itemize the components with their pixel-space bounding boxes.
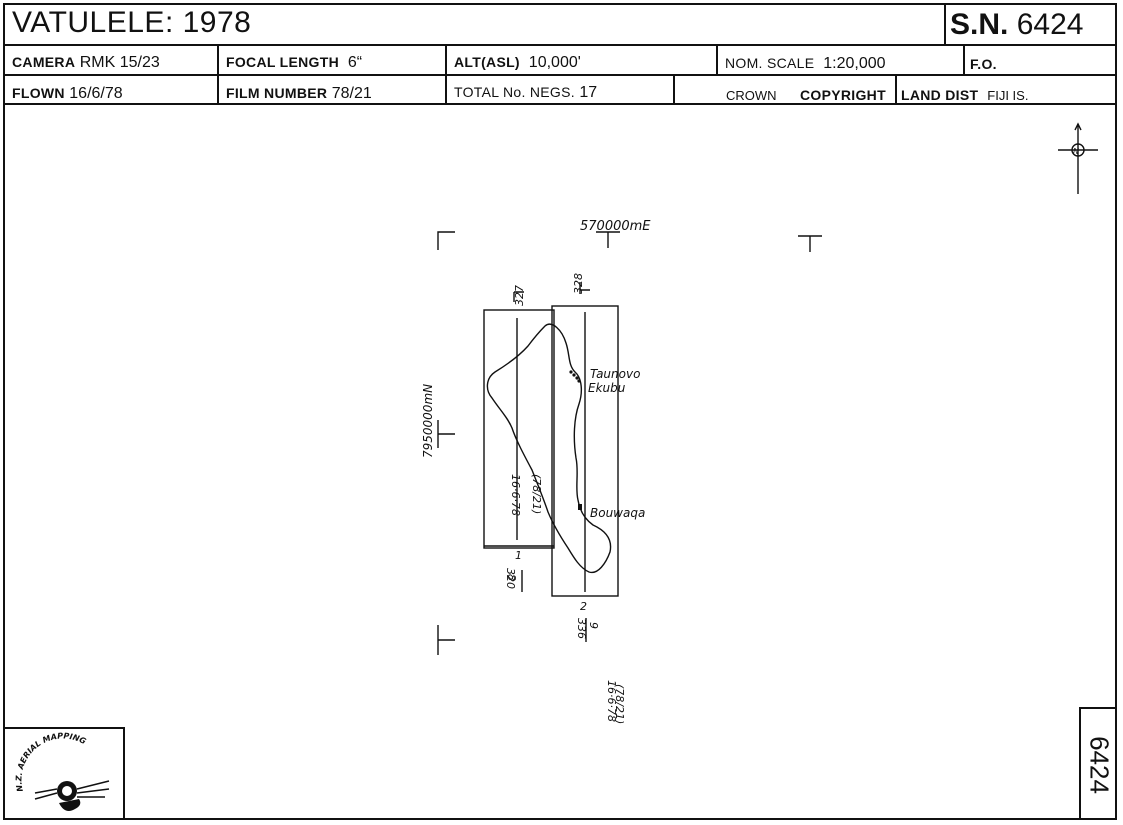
header-divider-1 [3, 44, 1117, 46]
altitude-value: 10,000' [528, 54, 581, 71]
side-sheet-number-text: 6424 [1084, 735, 1114, 794]
frame-320-label: 320 [504, 568, 517, 589]
serial-label: S.N. [950, 8, 1009, 41]
scale-label: NOM. SCALE [725, 55, 815, 71]
header-divider-3 [3, 103, 1117, 105]
scale-value: 1:20,000 [823, 55, 886, 72]
col-divider-1 [217, 44, 219, 103]
easting-tick [596, 231, 620, 248]
village-dot [572, 373, 576, 377]
crown-cell: CROWN [726, 87, 777, 105]
col-divider-4a [963, 44, 965, 74]
north-arrow-circle [1071, 143, 1085, 157]
corner-mark-top-left [437, 231, 455, 250]
col-divider-2 [445, 44, 447, 103]
frame-328-tick [579, 282, 590, 294]
sheet-title: VATULELE: 1978 [12, 6, 252, 39]
focal-value: 6“ [347, 54, 363, 71]
strip-1-film: (78/21) [530, 474, 543, 514]
strip-1-date: 16·6·78 [509, 474, 522, 516]
altitude-label: ALT(ASL) [454, 54, 520, 70]
frame-328-label: 328 [572, 273, 585, 294]
film-cell: FILM NUMBER 78/21 [226, 84, 372, 103]
run-1-label: 1 [515, 549, 522, 562]
land-label: LAND DIST [901, 87, 979, 103]
frame-327-label: 327 [513, 285, 526, 306]
northing-tick [437, 420, 455, 448]
col-divider-3b [673, 74, 675, 103]
film-label: FILM NUMBER [226, 85, 328, 101]
place-bouwaqa: Bouwaqa [590, 506, 645, 520]
village-dot [577, 379, 581, 383]
negs-label: TOTAL No. NEGS. [454, 84, 575, 100]
frame-336-label: 336 [575, 618, 588, 639]
negs-value: 17 [579, 84, 598, 101]
camera-cell: CAMERA RMK 15/23 [12, 53, 160, 72]
flown-value: 16/6/78 [69, 85, 123, 102]
film-value: 78/21 [331, 85, 372, 102]
header-divider-2 [3, 74, 1117, 76]
strip-2-film: (78/21) [613, 684, 626, 724]
crown-label: CROWN [726, 88, 777, 103]
fo-cell: F.O. [970, 55, 997, 74]
corner-mark-top-right [798, 235, 822, 252]
company-logo-icon: N.Z. AERIAL MAPPING [14, 731, 110, 811]
focal-cell: FOCAL LENGTH 6“ [226, 53, 362, 72]
side-sheet-number: 6424 [1079, 707, 1116, 820]
negs-cell: TOTAL No. NEGS. 17 [454, 83, 597, 102]
frame-8-label: 8 [505, 574, 518, 581]
place-ekubu: Ekubu [588, 381, 626, 395]
village-dot [578, 504, 582, 510]
map-sheet [3, 3, 1117, 820]
logo-text: N.Z. AERIAL MAPPING [14, 731, 87, 792]
corner-mark-bottom-left [437, 625, 455, 655]
copyright-cell: COPYRIGHT [800, 86, 886, 105]
village-dot [575, 376, 579, 380]
col-divider-3a [716, 44, 718, 74]
focal-label: FOCAL LENGTH [226, 54, 340, 70]
camera-label: CAMERA [12, 54, 76, 70]
col-divider-4b [895, 74, 897, 103]
easting-label: 570000mE [580, 219, 651, 234]
frame-327-tick [513, 291, 524, 302]
frame-9-label: 9 [587, 622, 600, 629]
strip-1-frame [483, 309, 555, 549]
place-taunovo: Taunovo [590, 367, 640, 381]
svg-text:N.Z. AERIAL MAPPING: N.Z. AERIAL MAPPING [14, 731, 87, 792]
village-dot [569, 370, 573, 374]
land-value: FIJI IS. [987, 88, 1029, 103]
scale-cell: NOM. SCALE 1:20,000 [725, 54, 886, 73]
flown-label: FLOWN [12, 85, 65, 101]
company-logo-box: N.Z. AERIAL MAPPING [5, 727, 125, 820]
north-arrow-head [1074, 122, 1082, 131]
serial-number: S.N. 6424 [950, 8, 1083, 42]
land-cell: LAND DIST FIJI IS. [901, 86, 1028, 105]
strip-2-date: 16·6·78 [605, 680, 618, 722]
camera-value: RMK 15/23 [79, 54, 160, 71]
serial-value: 6424 [1016, 8, 1084, 41]
island-outline [486, 323, 612, 574]
north-symbol: N [1073, 147, 1079, 156]
fo-label: F.O. [970, 56, 997, 72]
northing-label: 7950000mN [421, 384, 435, 458]
flown-cell: FLOWN 16/6/78 [12, 84, 123, 103]
altitude-cell: ALT(ASL) 10,000' [454, 53, 581, 72]
sn-divider [944, 3, 946, 44]
copyright-label: COPYRIGHT [800, 87, 886, 103]
run-2-label: 2 [580, 600, 587, 613]
strip-2-frame [551, 305, 619, 597]
